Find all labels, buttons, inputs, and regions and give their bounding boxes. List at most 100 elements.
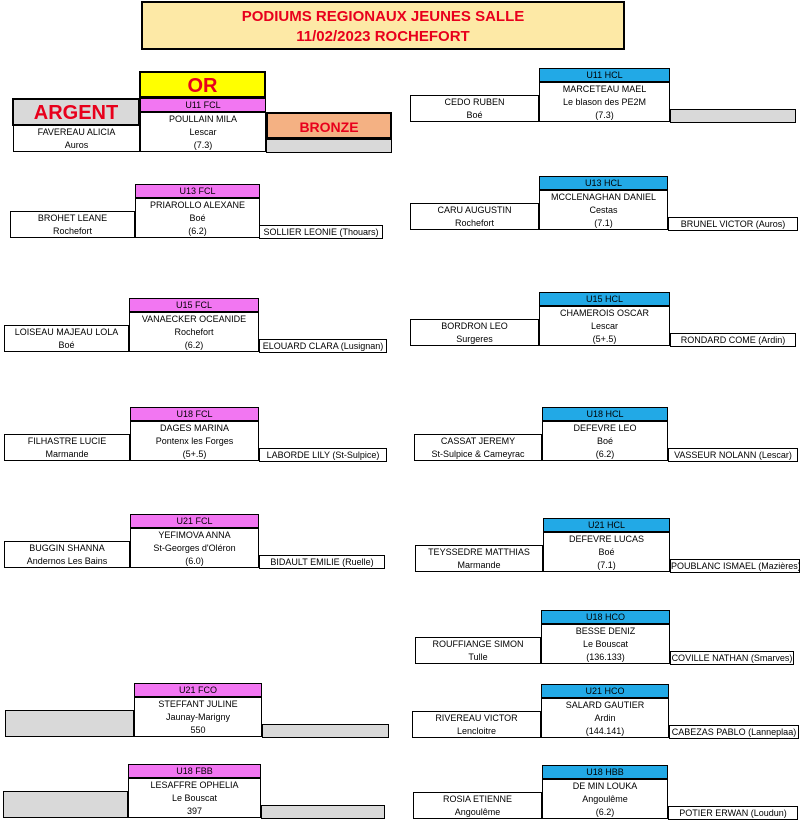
first-place-name: MARCETEAU MAEL: [562, 84, 647, 94]
category-header: U11 FCL: [140, 98, 266, 112]
third-place-box: [261, 805, 385, 819]
third-place-name: POUBLANC ISMAEL (Mazières): [671, 561, 799, 571]
first-place-name: CHAMEROIS OSCAR: [559, 308, 649, 318]
second-place-club: Rochefort: [454, 218, 495, 228]
third-place-name: BRUNEL VICTOR (Auros): [680, 219, 786, 229]
category-header: U18 FBB: [128, 764, 261, 778]
third-place-box: SOLLIER LEONIE (Thouars): [259, 225, 383, 239]
first-place-name: PRIAROLLO ALEXANE: [149, 200, 246, 210]
second-place-box: TEYSSEDRE MATTHIAS Marmande: [415, 545, 543, 572]
category-header: U11 HCL: [539, 68, 670, 82]
first-place-club: Boé: [189, 213, 206, 223]
first-place-club: Lescar: [590, 321, 618, 331]
first-place-score: (5+.5): [182, 449, 207, 459]
first-place-score: (7.1): [594, 218, 613, 228]
first-place-club: Boé: [596, 436, 613, 446]
second-place-club: Auros: [64, 140, 89, 150]
third-place-box: RONDARD COME (Ardin): [670, 333, 796, 347]
first-place-club: Jaunay-Marigny: [165, 712, 231, 722]
third-place-box: POUBLANC ISMAEL (Mazières): [670, 559, 800, 573]
second-place-name: BUGGIN SHANNA: [29, 543, 105, 553]
second-place-name: RIVEREAU VICTOR: [435, 713, 518, 723]
category-header: U15 HCL: [539, 292, 670, 306]
first-place-name: DE MIN LOUKA: [572, 781, 638, 791]
third-place-name: CABEZAS PABLO (Lanneplaa): [671, 727, 797, 737]
second-place-name: CASSAT JEREMY: [440, 436, 516, 446]
second-place-box: [3, 791, 128, 818]
third-place-box: POTIER ERWAN (Loudun): [668, 806, 798, 820]
first-place-name: YEFIMOVA ANNA: [158, 530, 231, 540]
or-label: OR: [139, 71, 266, 98]
category-header: U18 HCO: [541, 610, 670, 624]
third-place-name: ELOUARD CLARA (Lusignan): [262, 341, 384, 351]
third-place-box: BRUNEL VICTOR (Auros): [668, 217, 798, 231]
third-place-box: [262, 724, 389, 738]
category-header: U18 HCL: [542, 407, 668, 421]
first-place-club: Lescar: [189, 127, 217, 137]
category-header: U13 HCL: [539, 176, 668, 190]
second-place-club: Lencloitre: [456, 726, 497, 736]
first-place-score: (136.133): [586, 652, 625, 662]
category-header: U18 FCL: [130, 407, 259, 421]
third-place-name: RONDARD COME (Ardin): [680, 335, 786, 345]
first-place-name: STEFFANT JULINE: [158, 699, 238, 709]
third-place-name: COVILLE NATHAN (Smarves): [671, 653, 793, 663]
first-place-name: LESAFFRE OPHELIA: [150, 780, 239, 790]
second-place-club: Surgeres: [456, 334, 493, 344]
first-place-club: Cestas: [589, 205, 618, 215]
category-header: U18 HBB: [542, 765, 668, 779]
first-place-score: (7.3): [193, 140, 213, 150]
third-place-box: [266, 139, 392, 153]
first-place-score: (6.2): [184, 340, 204, 350]
first-place-name: BESSE DENIZ: [575, 626, 636, 636]
first-place-box: DEFEVRE LUCAS Boé (7.1): [543, 532, 670, 572]
second-place-club: Boé: [58, 340, 75, 350]
first-place-name: MCCLENAGHAN DANIEL: [550, 192, 657, 202]
second-place-club: Boé: [466, 110, 483, 120]
second-place-name: TEYSSEDRE MATTHIAS: [428, 547, 530, 557]
category-header: U15 FCL: [129, 298, 259, 312]
first-place-club: Le Bouscat: [582, 639, 629, 649]
first-place-club: Boé: [598, 547, 615, 557]
first-place-score: (7.1): [597, 560, 616, 570]
third-place-name: SOLLIER LEONIE (Thouars): [263, 227, 379, 237]
category-header: U21 FCL: [130, 514, 259, 528]
category-header: U21 FCO: [134, 683, 262, 697]
first-place-name: DAGES MARINA: [159, 423, 229, 433]
second-place-name: ROSIA ETIENNE: [442, 794, 513, 804]
first-place-name: DEFEVRE LUCAS: [568, 534, 645, 544]
first-place-club: Angoulême: [582, 794, 628, 804]
category-header: U21 HCL: [543, 518, 670, 532]
first-place-club: Rochefort: [174, 327, 214, 337]
second-place-name: FILHASTRE LUCIE: [27, 436, 107, 446]
third-place-box: CABEZAS PABLO (Lanneplaa): [669, 725, 799, 739]
second-place-club: Rochefort: [52, 226, 93, 236]
second-place-club: Marmande: [457, 560, 501, 570]
second-place-club: Marmande: [45, 449, 89, 459]
first-place-score: (6.2): [188, 226, 207, 236]
third-place-box: COVILLE NATHAN (Smarves): [670, 651, 794, 665]
second-place-club: Andernos Les Bains: [26, 556, 108, 566]
third-place-box: ELOUARD CLARA (Lusignan): [259, 339, 387, 353]
second-place-name: CARU AUGUSTIN: [437, 205, 512, 215]
argent-label: ARGENT: [12, 98, 140, 126]
first-place-score: (7.3): [595, 110, 614, 120]
first-place-score: (144.141): [585, 726, 625, 736]
second-place-club: Tulle: [468, 652, 488, 662]
first-place-score: (6.2): [595, 449, 615, 459]
second-place-box: RIVEREAU VICTOR Lencloitre: [412, 711, 541, 738]
first-place-box: MCCLENAGHAN DANIEL Cestas (7.1): [539, 190, 668, 230]
bronze-label: BRONZE: [266, 112, 392, 139]
first-place-score: (5+.5): [592, 334, 617, 344]
